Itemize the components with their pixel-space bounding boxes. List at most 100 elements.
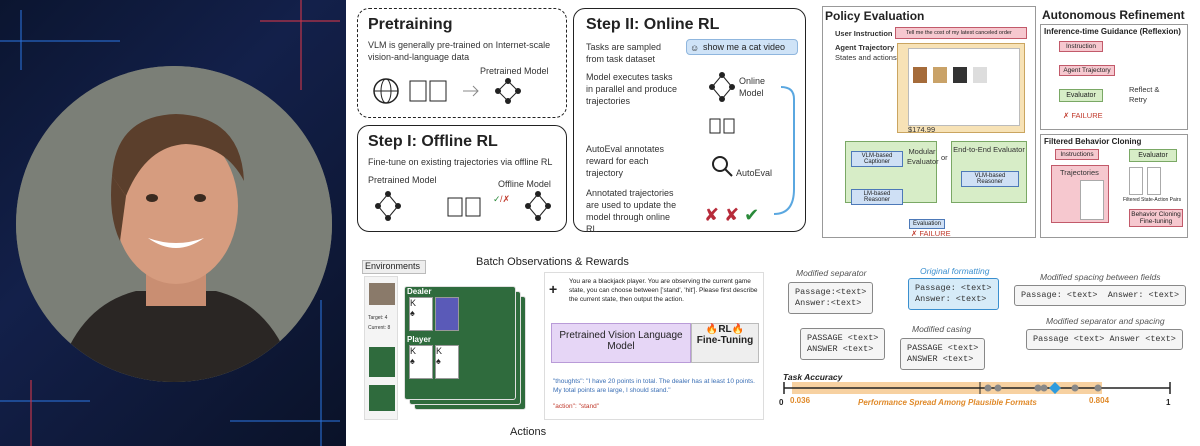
action-text: "action": "stand": [553, 403, 600, 410]
orig-label: Original formatting: [920, 266, 990, 276]
evaluator-box: Evaluator: [1059, 89, 1103, 102]
instructions-box: Instructions: [1055, 149, 1099, 160]
finetuning-label: Fine-Tuning: [696, 335, 754, 346]
mod-sep-space-label: Modified separator and spacing: [1046, 316, 1165, 326]
thoughts-text: "thoughts": "I have 20 points in total. …: [553, 378, 755, 394]
fail-marks: ✘ ✘ ✔: [704, 205, 760, 225]
policy-eval-panel: Policy Evaluation User Instruction Agent…: [822, 6, 1036, 238]
refine-title: Autonomous Refinement: [1042, 8, 1185, 22]
states-label: States and actions: [835, 53, 897, 62]
batch-label: Batch Observations & Rewards: [476, 256, 629, 268]
online-rl-panel: Step II: Online RL Tasks are sampled fro…: [573, 8, 806, 234]
online-text2: Model executes tasks in parallel and pro…: [586, 72, 678, 106]
web-screenshot: [908, 48, 1020, 126]
current-text: Current: 8: [368, 325, 391, 331]
svg-text:✓: ✓: [493, 194, 501, 204]
user-instruction-label: User Instruction: [835, 29, 893, 38]
mod-sep-label: Modified separator: [796, 268, 867, 278]
low-value: 0.036: [790, 396, 811, 405]
orig-box: Passage: <text> Answer: <text>: [908, 278, 999, 310]
offline-rl-panel: Step I: Offline RL Fine-tune on existing…: [357, 125, 567, 232]
mod-space-label: Modified spacing between fields: [1040, 272, 1161, 282]
e2e-label: End-to-End Evaluator: [953, 145, 1025, 154]
fbc-evaluator: Evaluator: [1129, 149, 1177, 162]
pretraining-panel: Pretraining VLM is generally pre-trained…: [357, 8, 567, 118]
query-text: Tell me the cost of my latest canceled o…: [906, 30, 1012, 36]
or-label: or: [941, 153, 948, 162]
modular-label: Modular Evaluator: [907, 147, 939, 166]
dealer-label: Dealer: [407, 287, 432, 296]
svg-text:/✗: /✗: [500, 194, 510, 204]
online-diagram: [709, 72, 735, 177]
vlm-captioner: VLM-based Captioner: [851, 151, 903, 167]
env-column: Target: 4 Current: 8: [364, 276, 398, 420]
high-value: 0.804: [1089, 396, 1110, 405]
background-panel: [0, 0, 346, 446]
axis-min: 0: [779, 398, 784, 407]
offline-text: Fine-tune on existing trajectories via o…: [368, 157, 553, 167]
refine-failure: ✗ FAILURE: [1063, 111, 1103, 120]
player-label: Player: [407, 335, 432, 344]
online-prompt-text: show me a cat video: [703, 42, 786, 52]
task-accuracy-label: Task Accuracy: [783, 372, 843, 382]
failure-text: ✗ FAILURE: [911, 229, 951, 238]
feedback-arrow: [773, 86, 795, 215]
mod-sep-box: Passage:<text> Answer:<text>: [788, 282, 874, 314]
trajectories-label: Trajectories: [1060, 168, 1099, 177]
pretrained-model-label: Pretrained Model: [480, 66, 549, 76]
blackjack-table: Dealer K♠ Player K♠ K♠: [404, 286, 516, 400]
autoeval-label: AutoEval: [736, 168, 773, 178]
pretraining-diagram: [373, 78, 521, 104]
fbc-box: Filtered Behavior Cloning Instructions T…: [1040, 134, 1188, 238]
online-text1: Tasks are sampled from task dataset: [586, 42, 662, 64]
offline-title: Step I: Offline RL: [368, 133, 498, 150]
pretraining-title: Pretraining: [368, 16, 453, 33]
blackjack-prompt: You are a blackjack player. You are obse…: [569, 278, 758, 303]
lm-reasoner: LM-based Reasoner: [851, 189, 903, 205]
upper-box: PASSAGE <text> ANSWER <text>: [800, 328, 886, 360]
refinement-panel: Autonomous Refinement Inference-time Gui…: [1040, 6, 1190, 238]
evaluation-box: Evaluation: [909, 219, 945, 229]
rl-label: 🔥RL🔥: [705, 324, 745, 335]
spread-label: Performance Spread Among Plausible Forma…: [858, 398, 1037, 407]
rl-finetune-box: 🔥RL🔥 Fine-Tuning: [691, 323, 759, 363]
instruction-box: Instruction: [1059, 41, 1103, 52]
model-panel: + You are a blackjack player. You are ob…: [544, 272, 764, 420]
reflect-label: Reflect & Retry: [1129, 85, 1160, 104]
mod-case-label: Modified casing: [912, 324, 972, 334]
online-model-label: Online Model: [739, 76, 766, 98]
online-text4: Annotated trajectories are used to updat…: [586, 188, 677, 234]
bc-box: Behavior Cloning Fine-tuning: [1129, 209, 1183, 227]
accuracy-axis: [783, 382, 1171, 394]
online-prompt-chip: ☺ show me a cat video: [686, 39, 798, 55]
trajectories-box: Trajectories: [1051, 165, 1109, 223]
filtered-label: Filtered State-Action Pairs: [1123, 197, 1182, 203]
actions-label: Actions: [510, 426, 547, 438]
target-text: Target: 4: [368, 315, 388, 321]
screenshot-stack: [897, 43, 1025, 133]
user-icon: ☺: [690, 43, 700, 53]
pretraining-text: VLM is generally pre-trained on Internet…: [368, 40, 551, 62]
pretrained-vlm-box: Pretrained Vision Language Model: [551, 323, 691, 363]
mod-case-box: PASSAGE <text> ANSWER <text>: [900, 338, 986, 370]
fbc-title: Filtered Behavior Cloning: [1044, 137, 1142, 146]
axis-max: 1: [1166, 398, 1171, 407]
online-text3: AutoEval annotates reward for each traje…: [586, 144, 665, 178]
mod-sep-space-box: Passage <text> Answer <text>: [1026, 329, 1183, 350]
guidance-box: Inference-time Guidance (Reflexion) Inst…: [1040, 24, 1188, 130]
portrait-photo: [16, 66, 332, 382]
agent-traj-label: Agent Trajectory: [835, 43, 895, 52]
price-text: $174.99: [908, 125, 936, 134]
guidance-title: Inference-time Guidance (Reflexion): [1044, 27, 1181, 36]
plus-icon: +: [549, 281, 558, 297]
environments-label: Environments: [362, 260, 426, 274]
offline-diagram: ✓/✗: [375, 191, 551, 221]
vlm-reasoner: VLM-based Reasoner: [961, 171, 1019, 187]
agent-traj-box: Agent Trajectory: [1059, 65, 1115, 76]
offline-left-label: Pretrained Model: [368, 175, 437, 185]
mod-space-box: Passage: <text> Answer: <text>: [1014, 285, 1187, 306]
policy-title: Policy Evaluation: [825, 9, 925, 23]
online-title: Step II: Online RL: [586, 16, 720, 33]
query-bar: Tell me the cost of my latest canceled o…: [895, 27, 1027, 39]
offline-right-label: Offline Model: [498, 179, 551, 189]
